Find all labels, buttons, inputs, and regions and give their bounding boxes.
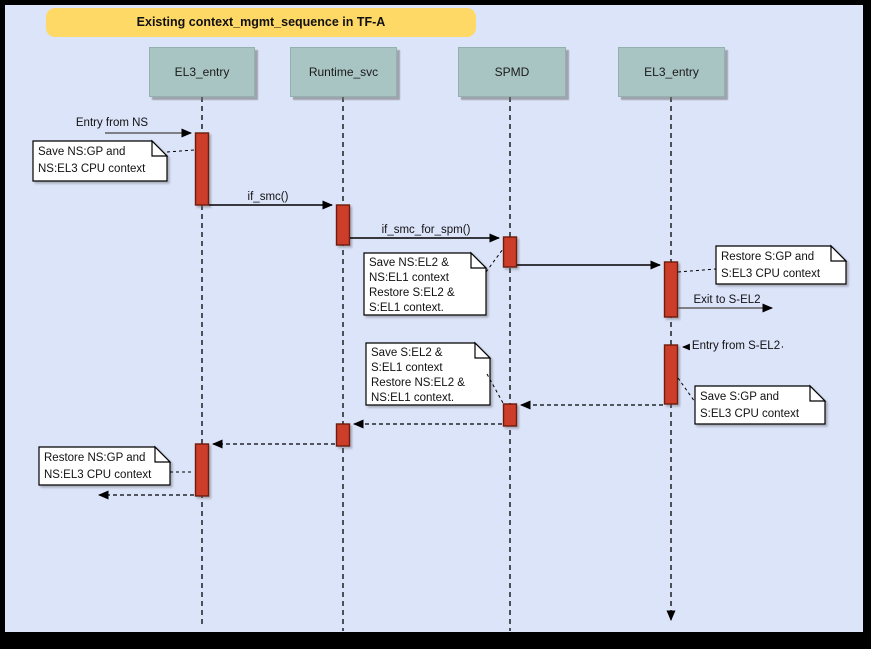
activation-el3-entry-right-2: [663, 344, 679, 405]
activation-runtime-svc-2: [335, 423, 351, 447]
note-save-nsgp: Save NS:GP and NS:EL3 CPU context: [38, 146, 146, 175]
note-shape-save-nsel2: [363, 251, 488, 316]
activation-runtime-svc-1: [335, 204, 351, 246]
sequence-diagram-canvas: Existing context_mgmt_sequence in TF-A E…: [5, 5, 863, 632]
actor-el3-entry-left: EL3_entry: [149, 47, 255, 97]
actor-label: EL3_entry: [644, 65, 699, 79]
activation-el3-entry-1: [194, 132, 210, 206]
diagram-title: Existing context_mgmt_sequence in TF-A: [46, 8, 476, 37]
connector-note-save-nsgp: [166, 149, 195, 153]
note-shape-restore-nsgp: [38, 445, 172, 486]
note-restore-nsgp: Restore NS:GP and NS:EL3 CPU context: [44, 452, 152, 481]
activation-el3-entry-2: [194, 443, 210, 497]
note-shape-restore-sgp: [715, 244, 848, 285]
message-label-exit-to-s-el2: Exit to S-EL2: [693, 294, 761, 306]
actor-label: EL3_entry: [174, 65, 230, 79]
note-save-sgp: Save S:GP and S:EL3 CPU context: [700, 391, 800, 420]
message-label-entry-from-ns: Entry from NS: [75, 117, 149, 129]
note-save-nsel2: Save NS:EL2 & NS:EL1 context Restore S:E…: [369, 257, 455, 314]
actor-label: SPMD: [494, 65, 530, 79]
note-shape-save-sel2: [365, 341, 492, 406]
note-shape-save-nsgp: [32, 139, 169, 182]
message-label-entry-from-s-el2: Entry from S-EL2: [689, 340, 783, 352]
note-restore-sgp: Restore S:GP and S:EL3 CPU context: [721, 251, 821, 280]
connector-note-save-nsel2: [485, 248, 504, 273]
activation-spmd-1: [502, 236, 518, 268]
activation-el3-entry-right-1: [663, 261, 679, 318]
note-shape-save-sgp: [694, 384, 827, 425]
connector-note-restore-sgp: [677, 268, 717, 273]
actor-runtime-svc: Runtime_svc: [290, 47, 397, 97]
connector-note-save-sgp: [677, 377, 696, 403]
actor-spmd: SPMD: [458, 47, 566, 97]
note-save-sel2: Save S:EL2 & S:EL1 context Restore NS:EL…: [371, 347, 465, 404]
diagram-lines-layer: [32, 97, 848, 631]
actor-label: Runtime_svc: [308, 65, 379, 79]
activation-spmd-2: [502, 403, 518, 427]
message-label-if-smc: if_smc(): [247, 191, 289, 203]
actor-el3-entry-right: EL3_entry: [618, 47, 725, 97]
message-label-if-smc-for-spm: if_smc_for_spm(): [381, 224, 471, 236]
